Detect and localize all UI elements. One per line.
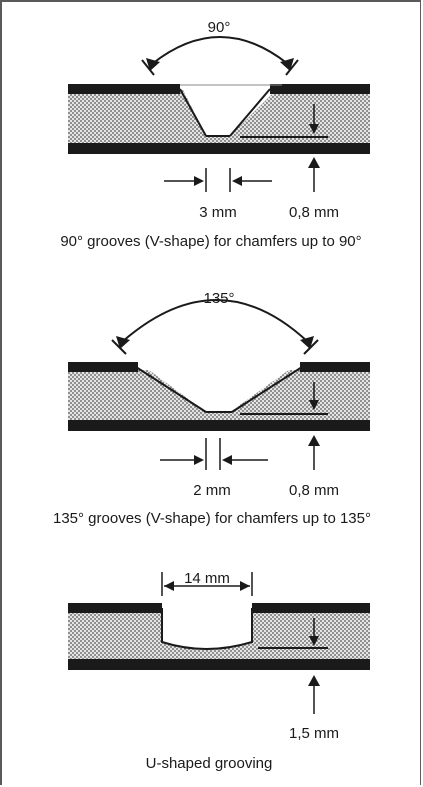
width-label: 14 mm bbox=[184, 570, 230, 587]
top-skin-right bbox=[270, 84, 370, 94]
top-skin-left bbox=[68, 362, 138, 372]
u-groove-diagram: 14 mm 1,5 mm U-shaped grooving bbox=[68, 570, 370, 772]
caption: U-shaped grooving bbox=[146, 755, 273, 772]
top-skin-right bbox=[300, 362, 370, 372]
bottom-skin bbox=[68, 143, 370, 154]
groove-cut bbox=[180, 84, 282, 136]
groove-cut bbox=[162, 603, 252, 649]
angle-label: 90° bbox=[208, 19, 231, 36]
depth-label: 0,8 mm bbox=[289, 204, 339, 221]
groove-cut bbox=[138, 362, 300, 412]
width-label: 2 mm bbox=[193, 482, 231, 499]
bottom-skin bbox=[68, 659, 370, 670]
v-groove-135-diagram: 135° 2 mm 0,8 mm 135° grooves (V-shape) … bbox=[53, 290, 371, 527]
width-label: 3 mm bbox=[199, 204, 237, 221]
top-skin-left bbox=[68, 603, 162, 613]
bottom-skin bbox=[68, 420, 370, 431]
top-skin-right bbox=[252, 603, 370, 613]
angle-label: 135° bbox=[203, 290, 234, 307]
v-groove-90-diagram: 90° 3 mm 0,8 mm 90° grooves (V-shape) fo… bbox=[60, 19, 370, 250]
depth-label: 0,8 mm bbox=[289, 482, 339, 499]
caption: 90° grooves (V-shape) for chamfers up to… bbox=[60, 233, 361, 250]
top-skin-left bbox=[68, 84, 180, 94]
caption: 135° grooves (V-shape) for chamfers up t… bbox=[53, 510, 371, 527]
depth-label: 1,5 mm bbox=[289, 725, 339, 742]
